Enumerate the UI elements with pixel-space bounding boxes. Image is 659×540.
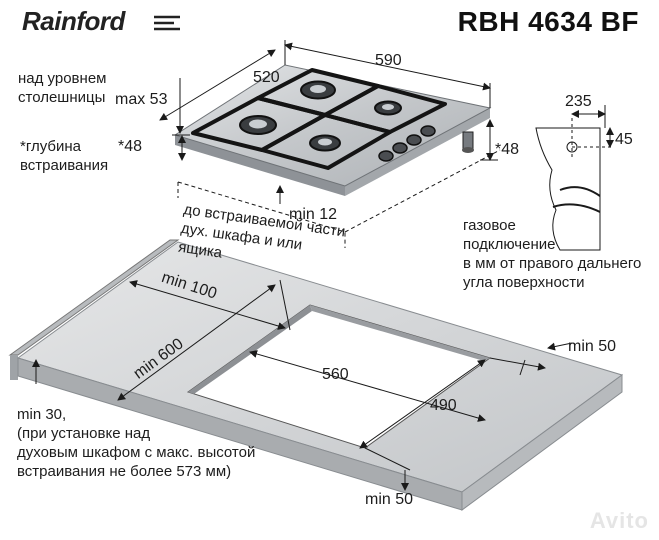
dim-min-50-right: min 50 — [568, 338, 617, 355]
gas-pipe-icon — [462, 131, 474, 153]
avito-watermark: Avito — [589, 508, 649, 533]
hob-knobs — [378, 125, 436, 162]
hob-top-plate — [173, 64, 492, 187]
dim-490: 490 — [430, 397, 457, 414]
dim-590: 590 — [375, 52, 402, 69]
hob-illustration — [173, 64, 492, 196]
model-number: RBH 4634 BF — [457, 6, 639, 37]
value-depth-left: *48 — [118, 138, 143, 155]
dim-min-50-front: min 50 — [365, 491, 414, 508]
brand-mark-icon — [154, 15, 180, 31]
value-depth-right: *48 — [495, 141, 520, 158]
hob-side — [175, 135, 345, 196]
dim-560: 560 — [322, 366, 349, 383]
gas-connection-detail — [535, 105, 614, 251]
brand-logo: Rainford — [22, 6, 125, 36]
value-max-53: max 53 — [115, 91, 168, 108]
gas-dim-45: 45 — [615, 131, 633, 148]
dim-520: 520 — [253, 69, 280, 86]
gas-dim-235: 235 — [565, 93, 592, 110]
value-min-12: min 12 — [289, 206, 338, 223]
hob-front-side — [345, 108, 490, 196]
